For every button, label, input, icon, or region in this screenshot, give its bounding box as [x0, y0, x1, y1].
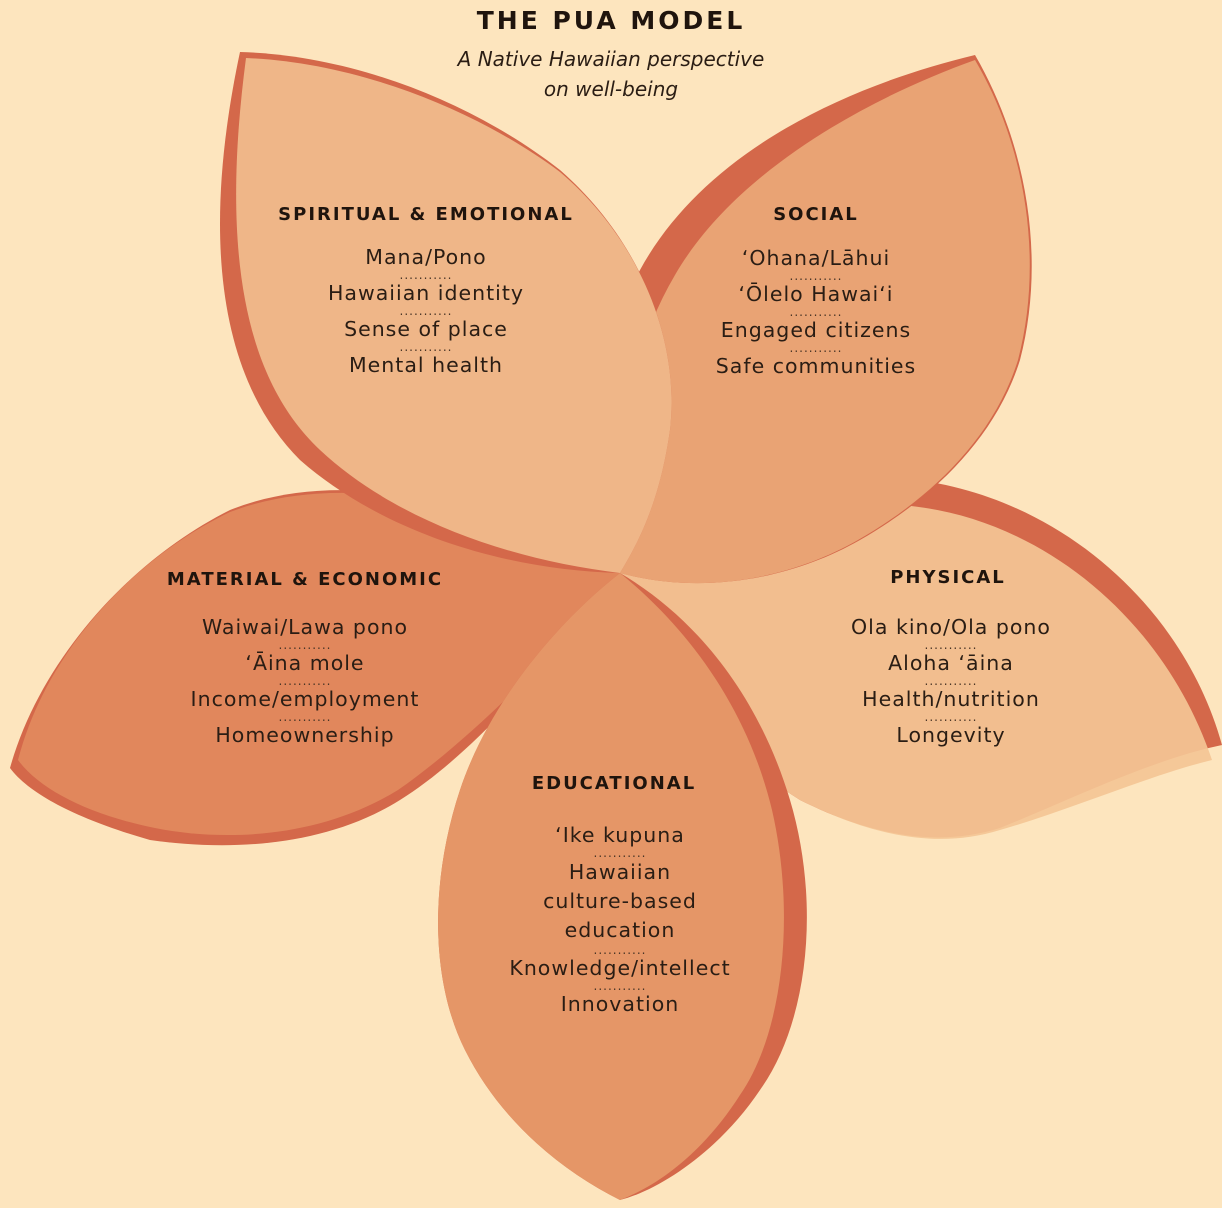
item-separator: ........... [278, 638, 332, 652]
petal-item: Engaged citizens [720, 318, 912, 342]
item-separator: ........... [399, 340, 453, 354]
petal-item: Homeownership [215, 723, 395, 747]
petal-item: Income/employment [190, 687, 420, 711]
petal-items-social: ʻOhana/Lāhui ........... ʻŌlelo Hawaiʻi … [666, 245, 966, 379]
item-separator: ........... [399, 304, 453, 318]
petal-item: Mana/Pono [365, 245, 487, 269]
petal-social-body [617, 60, 1030, 584]
petal-item: ʻIke kupuna [555, 823, 685, 847]
item-separator: ........... [924, 638, 978, 652]
item-separator: ........... [593, 979, 647, 993]
petal-item: ʻŌlelo Hawaiʻi [738, 282, 894, 306]
petal-item: Sense of place [344, 317, 508, 341]
petal-social [597, 55, 1032, 584]
petal-educational-body [438, 573, 784, 1200]
item-separator: ........... [278, 710, 332, 724]
diagram-subtitle: A Native Hawaiian perspective on well-be… [0, 44, 1222, 104]
petal-spiritual [220, 52, 672, 573]
petal-heading-physical: PHYSICAL [890, 567, 1006, 588]
item-separator: ........... [789, 341, 843, 355]
petal-item: Hawaiian culture-based education [543, 860, 697, 942]
petal-item: Innovation [560, 992, 680, 1016]
petal-items-physical: Ola kino/Ola pono ........... Aloha ʻāin… [798, 614, 1104, 748]
petal-heading-educational: EDUCATIONAL [531, 773, 697, 794]
diagram-title: THE PUA MODEL [476, 6, 746, 35]
item-separator: ........... [593, 846, 647, 860]
petal-item: Health/nutrition [862, 687, 1040, 711]
petal-material-body [18, 492, 620, 836]
petal-item: Longevity [896, 723, 1006, 747]
petal-educational [438, 573, 807, 1200]
petal-items-material: Waiwai/Lawa pono ........... ʻĀina mole … [130, 614, 480, 748]
item-separator: ........... [924, 674, 978, 688]
petal-item: Mental health [349, 353, 503, 377]
petal-item: Aloha ʻāina [888, 651, 1014, 675]
petal-item: Safe communities [715, 354, 917, 378]
petal-heading-social: SOCIAL [773, 204, 859, 225]
petal-item: Hawaiian identity [328, 281, 524, 305]
petal-items-spiritual: Mana/Pono ........... Hawaiian identity … [226, 244, 626, 378]
item-separator: ........... [789, 269, 843, 283]
item-separator: ........... [593, 943, 647, 957]
item-separator: ........... [278, 674, 332, 688]
subtitle-line-2: on well-being [543, 77, 679, 101]
item-separator: ........... [789, 305, 843, 319]
item-separator: ........... [924, 710, 978, 724]
petal-heading-spiritual: SPIRITUAL & EMOTIONAL [278, 204, 574, 225]
petal-item: Waiwai/Lawa pono [201, 615, 409, 639]
petal-item: ʻĀina mole [245, 651, 365, 675]
subtitle-line-1: A Native Hawaiian perspective [457, 47, 765, 71]
petal-item: ʻOhana/Lāhui [741, 246, 891, 270]
petal-material [10, 490, 620, 846]
petal-items-educational: ʻIke kupuna ........... Hawaiian culture… [482, 822, 758, 1017]
petal-heading-material: MATERIAL & ECONOMIC [166, 569, 444, 590]
petal-item: Ola kino/Ola pono [851, 615, 1051, 639]
petal-spiritual-body [236, 58, 672, 573]
item-separator: ........... [399, 268, 453, 282]
petal-item: Knowledge/intellect [509, 956, 731, 980]
